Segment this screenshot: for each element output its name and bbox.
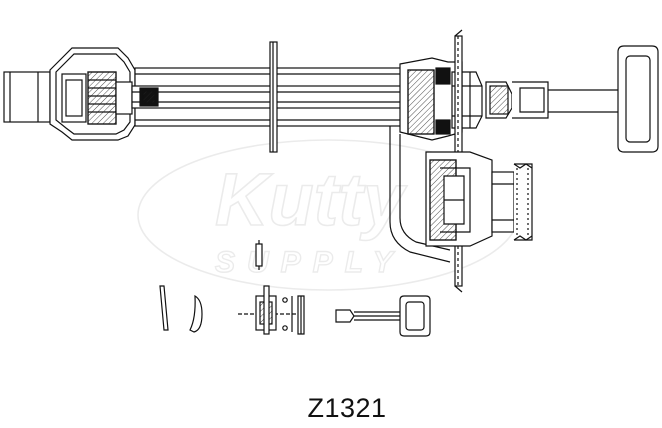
plunger-assembly-part <box>238 285 300 335</box>
head-housing <box>399 57 483 141</box>
valve-body <box>49 47 136 141</box>
watermark-tagline: SUPPLY <box>215 246 405 279</box>
gasket-part <box>189 294 203 333</box>
watermark: Kutty SUPPLY <box>137 139 519 291</box>
mounting-flange <box>269 41 278 153</box>
hose-connection <box>513 163 533 241</box>
drain-elbow <box>389 126 451 263</box>
model-number: Z1321 <box>307 393 387 423</box>
outlet-body <box>425 151 515 247</box>
hydrant-assembly <box>3 29 659 293</box>
thin-rod-part <box>159 285 169 331</box>
small-spring-part <box>255 240 263 270</box>
inlet-pipe <box>3 71 51 123</box>
washer-part <box>297 295 305 335</box>
spare-key-part <box>335 295 431 337</box>
watermark-brand: Kutty <box>215 158 408 241</box>
operating-key <box>485 45 659 153</box>
exploded-parts <box>159 240 431 337</box>
